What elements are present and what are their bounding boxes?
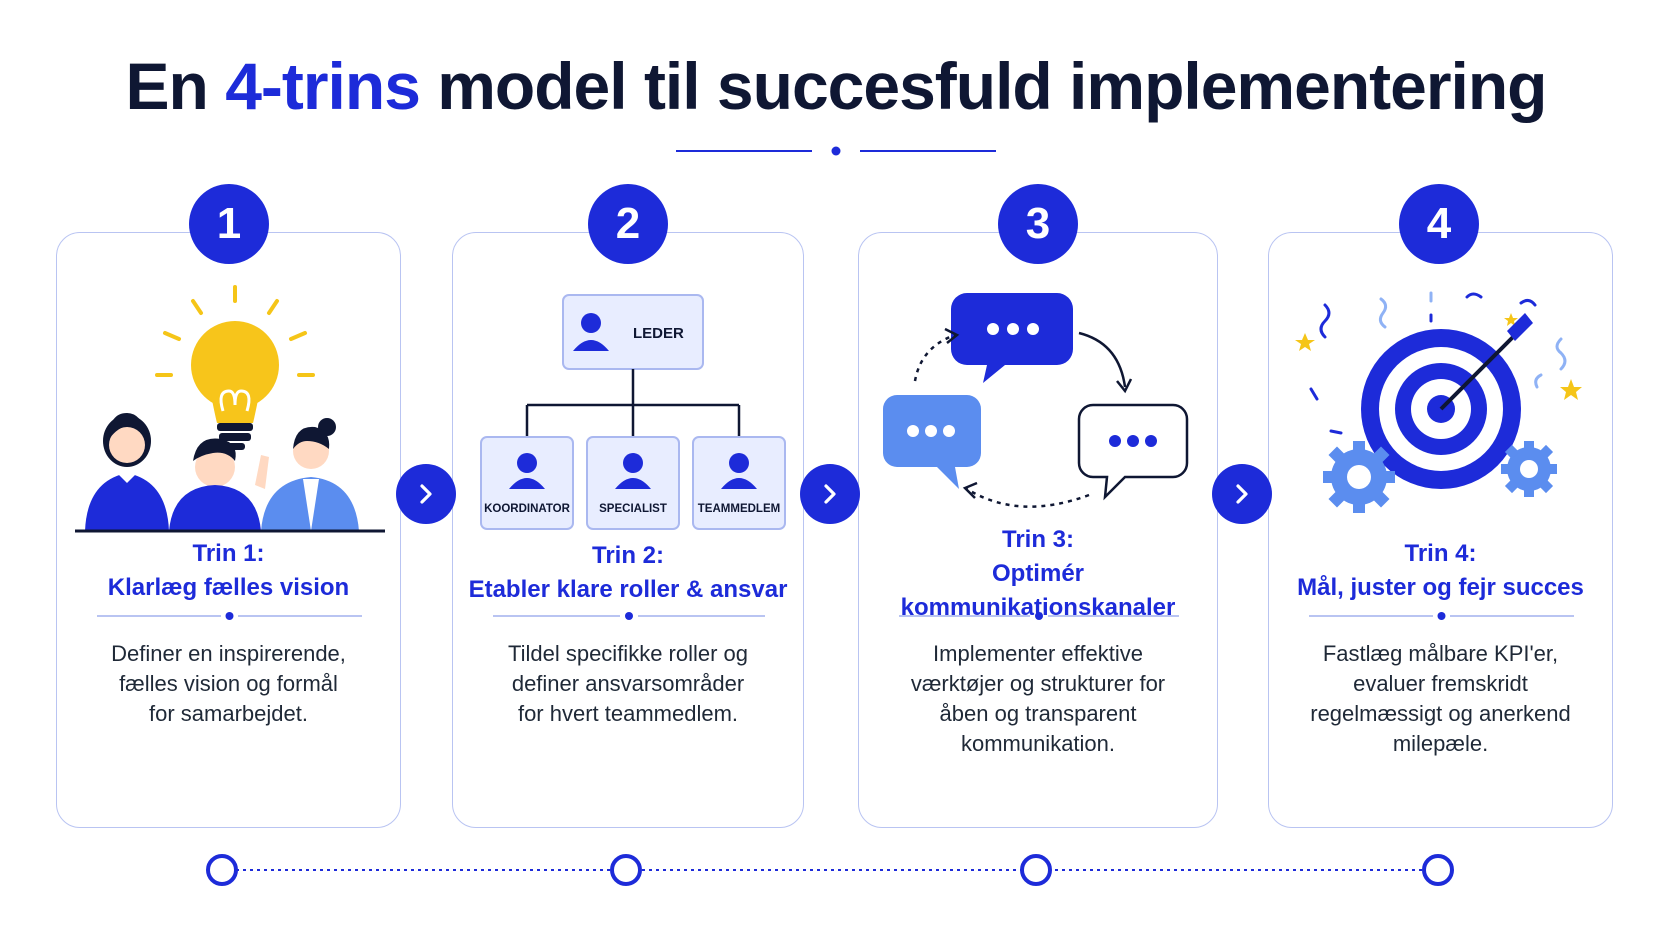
desc-line: milepæle. — [1392, 731, 1489, 756]
step-title-4: Trin 4: Mål, juster og fejr succes — [1269, 537, 1612, 605]
step-divider — [97, 612, 362, 620]
next-step-arrow-1 — [396, 464, 456, 524]
step-description-2: Tildel specifikke roller og definer ansv… — [483, 639, 773, 729]
step-divider — [493, 612, 765, 620]
title-accent: 4-trins — [225, 49, 421, 123]
step-title-3: Trin 3: Optimér kommunikationskanaler — [859, 523, 1217, 625]
step-divider — [1309, 612, 1574, 620]
desc-line: Tildel specifikke roller og — [507, 641, 749, 666]
title-divider — [676, 146, 996, 156]
org-leader-label: LEDER — [633, 325, 684, 342]
desc-line: fælles vision og formål — [119, 671, 338, 696]
chevron-right-icon — [824, 484, 836, 504]
desc-line: definer ansvarsområder — [511, 671, 745, 696]
desc-line: evaluer fremskridt — [1353, 671, 1528, 696]
target-gears-icon — [1295, 291, 1582, 513]
step-card-1: Trin 1: Klarlæg fælles vision Definer en… — [56, 232, 401, 828]
timeline-node — [1020, 854, 1052, 886]
step-title-line: Trin 2: — [591, 542, 664, 569]
next-step-arrow-2 — [800, 464, 860, 524]
step-title-line: Optimér — [991, 560, 1084, 587]
team-lightbulb-icon — [75, 285, 385, 533]
desc-line: kommunikation. — [960, 731, 1116, 756]
desc-line: åben og transparent — [939, 701, 1137, 726]
progress-timeline — [206, 854, 1454, 886]
step-number-badge-4: 4 — [1399, 184, 1479, 264]
step-title-2: Trin 2: Etabler klare roller & ansvar — [453, 539, 803, 607]
step-number-badge-1: 1 — [189, 184, 269, 264]
desc-line: værktøjer og strukturer for — [910, 671, 1166, 696]
step-title-1: Trin 1: Klarlæg fælles vision — [57, 537, 400, 605]
desc-line: Definer en inspirerende, — [111, 641, 346, 666]
desc-line: regelmæssigt og anerkend — [1310, 701, 1571, 726]
org-member-label: SPECIALIST — [599, 503, 667, 515]
step-description-4: Fastlæg målbare KPI'er, evaluer fremskri… — [1299, 639, 1582, 759]
chevron-right-icon — [420, 484, 432, 504]
timeline-node — [610, 854, 642, 886]
desc-line: Fastlæg målbare KPI'er, — [1322, 641, 1559, 666]
desc-line: Implementer effektive — [933, 641, 1143, 666]
chat-bubbles-icon — [883, 293, 1189, 508]
step-title-line: Trin 1: — [192, 540, 265, 567]
step-card-3: Trin 3: Optimér kommunikationskanaler Im… — [858, 232, 1218, 828]
desc-line: for hvert teammedlem. — [517, 701, 739, 726]
timeline-node — [1422, 854, 1454, 886]
step-title-line: Trin 4: — [1404, 540, 1477, 567]
step-description-1: Definer en inspirerende, fælles vision o… — [87, 639, 370, 729]
chevron-right-icon — [1236, 484, 1248, 504]
desc-line: for samarbejdet. — [149, 701, 308, 726]
next-step-arrow-3 — [1212, 464, 1272, 524]
step-description-3: Implementer effektive værktøjer og struk… — [889, 639, 1187, 759]
step-title-line: Etabler klare roller & ansvar — [468, 576, 788, 603]
step-title-line: Trin 3: — [1001, 526, 1074, 553]
step-title-line: Mål, juster og fejr succes — [1297, 574, 1584, 601]
step-number-badge-2: 2 — [588, 184, 668, 264]
step-card-4: Trin 4: Mål, juster og fejr succes Fastl… — [1268, 232, 1613, 828]
title-suffix: model til succesfuld implementering — [419, 49, 1547, 123]
org-chart-icon: LEDER KOORDINATOR SPECIALIST TEAMMEDLEM — [480, 294, 786, 530]
org-member-label: KOORDINATOR — [484, 503, 571, 515]
step-divider — [899, 612, 1179, 620]
step-number-badge-3: 3 — [998, 184, 1078, 264]
step-card-2: LEDER KOORDINATOR SPECIALIST TEAMMEDLEM … — [452, 232, 804, 828]
org-member-label: TEAMMEDLEM — [698, 503, 780, 515]
title-prefix: En — [125, 49, 226, 123]
step-title-line: Klarlæg fælles vision — [107, 574, 350, 601]
page-title: En 4-trins model til succesfuld implemen… — [0, 48, 1672, 124]
timeline-node — [206, 854, 238, 886]
